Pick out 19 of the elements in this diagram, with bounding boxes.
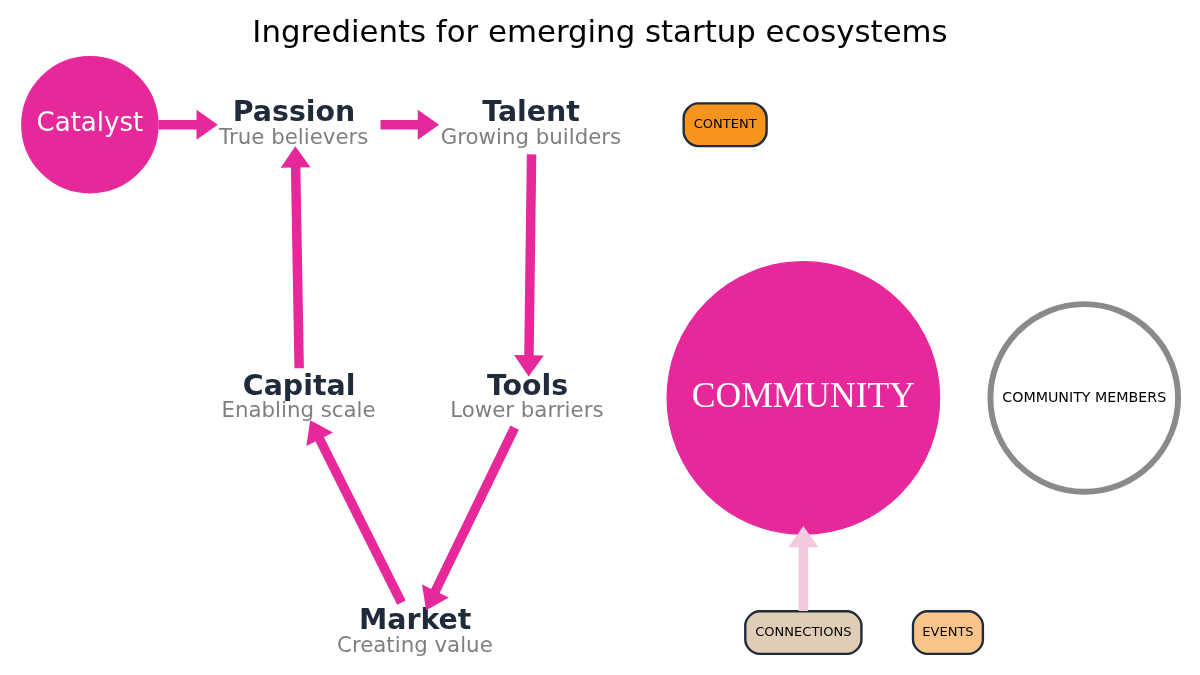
node-text: Passion True believers (219, 95, 369, 150)
arrow (788, 525, 819, 611)
node-circle: COMMUNITY MEMBERS (987, 301, 1182, 495)
node-text: Tools Lower barriers (450, 368, 604, 423)
arrow (514, 154, 544, 377)
arrow (380, 109, 440, 140)
diagram-title: Ingredients for emerging startup ecosystems (252, 13, 948, 50)
node-text: Market Creating value (336, 603, 493, 658)
arrow (280, 146, 311, 369)
node-box: CONTENT (682, 102, 768, 148)
node-text: Talent Growing builders (440, 95, 622, 150)
node-box: EVENTS (911, 610, 985, 656)
node-text: Capital Enabling scale (221, 368, 376, 423)
node-box: CONNECTIONS (744, 610, 863, 656)
arrow (306, 420, 406, 605)
arrow (158, 109, 218, 140)
node-circle: Catalyst (21, 56, 159, 194)
node-circle: COMMUNITY (666, 261, 941, 535)
arrow (422, 425, 519, 611)
